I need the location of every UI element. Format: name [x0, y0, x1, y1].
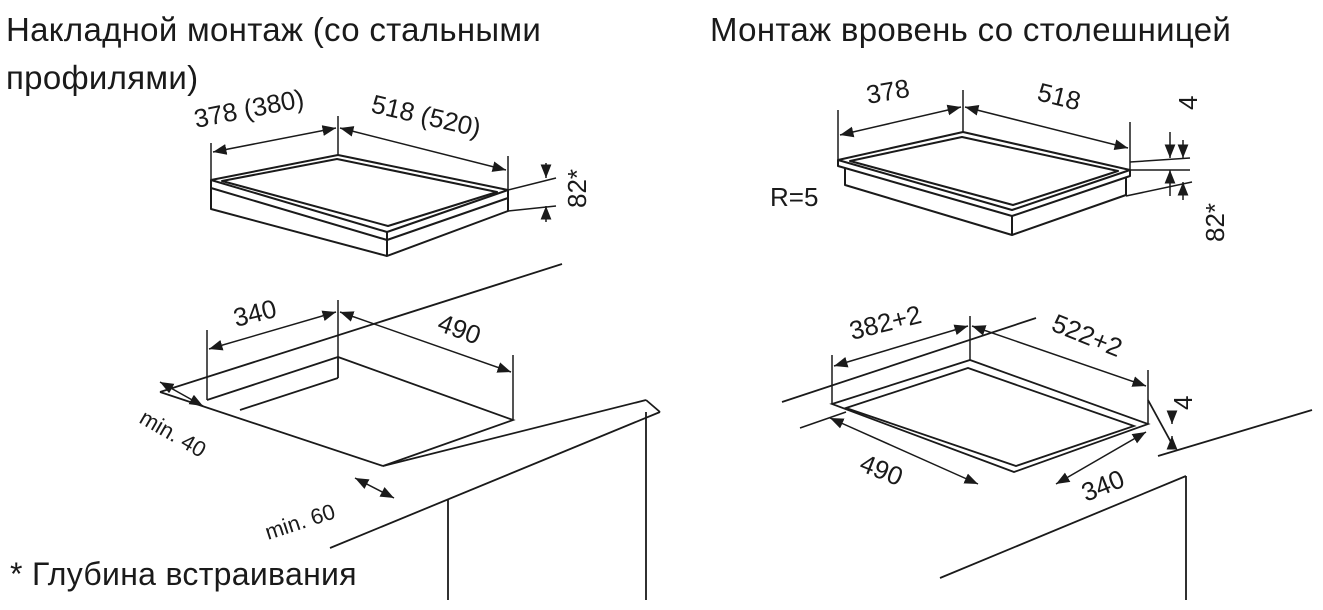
- flush-cutout-length-label: 490: [856, 448, 907, 492]
- flush-cutout-dimensions: [799, 316, 1178, 485]
- surface-hob-width-label: 378 (380): [191, 83, 306, 134]
- surface-hob-dimensions: [210, 116, 557, 222]
- surface-cutout-width-label: 340: [230, 293, 279, 333]
- flush-hob: [837, 131, 1131, 236]
- flush-hob-depth-label: 82*: [1200, 203, 1230, 242]
- surface-min-front-label: min. 60: [262, 499, 338, 545]
- title-flush-mount: Монтаж вровень со столешницей: [710, 11, 1232, 48]
- flush-recess-width-label: 382+2: [846, 299, 924, 346]
- flush-hob-width-label: 378: [864, 73, 912, 110]
- flush-recess-length-label: 522+2: [1048, 308, 1127, 363]
- flush-hob-length-label: 518: [1035, 77, 1084, 117]
- flush-recess-step-label: 4: [1168, 396, 1198, 410]
- surface-hob-length-label: 518 (520): [369, 89, 484, 143]
- flush-step-label: 4: [1173, 96, 1203, 110]
- surface-cutout-length-label: 490: [434, 307, 485, 350]
- surface-cutout-dimensions: [159, 300, 514, 499]
- surface-hob: [210, 154, 509, 257]
- flush-cutout-width-label: 340: [1077, 463, 1128, 507]
- footnote-installation-depth: * Глубина встраивания: [10, 556, 357, 592]
- title-surface-mount-line2: профилями): [6, 59, 199, 96]
- flush-hob-dimensions: [837, 90, 1193, 200]
- surface-min-back-label: min. 40: [136, 405, 211, 463]
- title-surface-mount-line1: Накладной монтаж (со стальными: [6, 11, 542, 48]
- surface-hob-depth-label: 82*: [562, 169, 592, 208]
- flush-radius-label: R=5: [770, 182, 818, 212]
